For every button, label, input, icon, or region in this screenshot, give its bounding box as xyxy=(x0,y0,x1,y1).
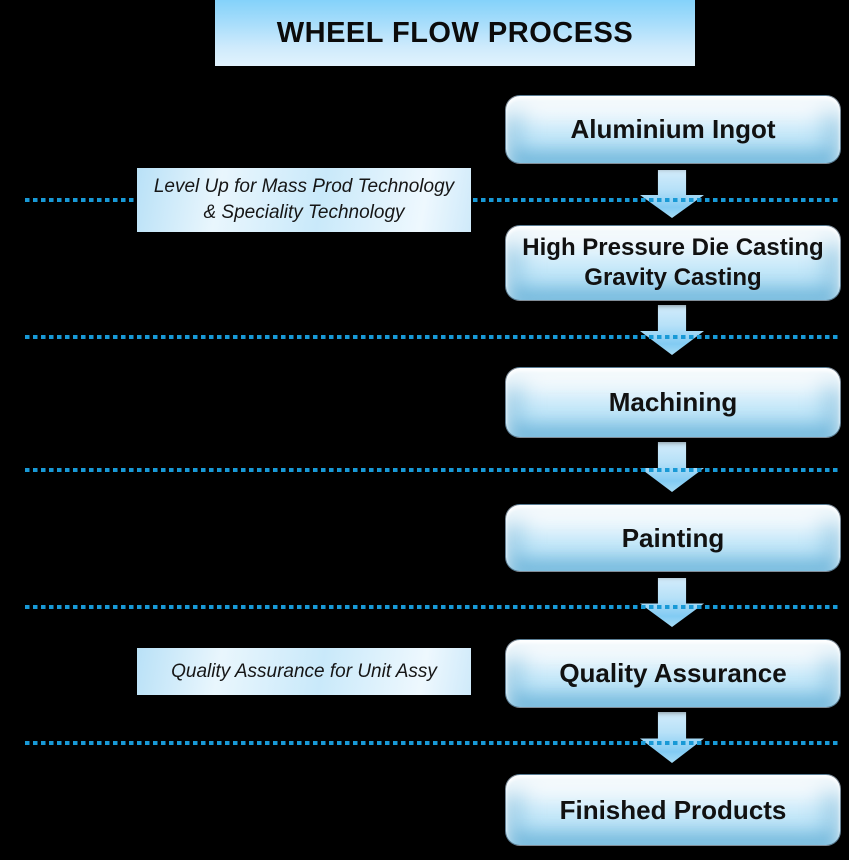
flow-step-aluminium-ingot: Aluminium Ingot xyxy=(505,95,841,164)
annotation-quality-assurance-unit-assy: Quality Assurance for Unit Assy xyxy=(137,648,471,695)
diagram-title: WHEEL FLOW PROCESS xyxy=(276,16,634,49)
flow-step-label: Gravity Casting xyxy=(584,264,762,291)
down-arrow-icon xyxy=(640,578,704,627)
flow-step-painting: Painting xyxy=(505,504,841,572)
flow-step-label: Machining xyxy=(608,387,738,418)
annotation-mass-prod-technology: Level Up for Mass Prod Technology & Spec… xyxy=(137,168,471,232)
dotted-separator xyxy=(25,605,838,609)
annotation-text: & Speciality Technology xyxy=(203,202,405,223)
flow-step-label: Aluminium Ingot xyxy=(570,114,776,145)
diagram-title-banner: WHEEL FLOW PROCESS xyxy=(215,0,695,66)
flow-step-label: Quality Assurance xyxy=(559,658,787,689)
flow-step-label: Finished Products xyxy=(559,794,787,825)
flow-step-quality-assurance: Quality Assurance xyxy=(505,639,841,708)
flow-step-finished-products: Finished Products xyxy=(505,774,841,846)
flow-step-label: Painting xyxy=(621,522,725,553)
dotted-separator xyxy=(25,741,838,745)
dotted-separator xyxy=(25,468,838,472)
flow-step-label: High Pressure Die Casting xyxy=(522,234,824,261)
down-arrow-icon xyxy=(640,170,704,218)
flow-step-machining: Machining xyxy=(505,367,841,438)
annotation-text: Quality Assurance for Unit Assy xyxy=(171,660,437,682)
down-arrow-icon xyxy=(640,712,704,763)
down-arrow-icon xyxy=(640,305,704,355)
annotation-text: Level Up for Mass Prod Technology xyxy=(153,176,455,198)
dotted-separator xyxy=(25,335,838,339)
down-arrow-icon xyxy=(640,442,704,492)
flow-step-casting: High Pressure Die Casting Gravity Castin… xyxy=(505,225,841,301)
